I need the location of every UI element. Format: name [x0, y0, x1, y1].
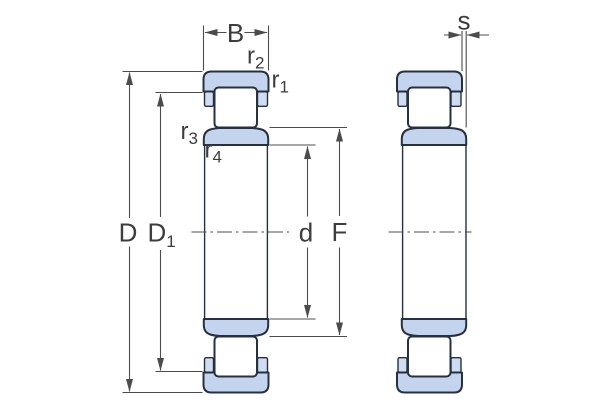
chamfer-labels: r2 r1 r3 r4	[181, 43, 289, 167]
roller	[213, 86, 258, 129]
dimension-D1: D1	[148, 91, 203, 373]
dim-D-extension-lines	[122, 70, 203, 394]
label-B: B	[227, 18, 244, 48]
label-D1: D1	[148, 218, 176, 252]
label-F: F	[332, 217, 348, 247]
dim-D1-extension-lines	[155, 91, 203, 373]
label-d: d	[299, 218, 313, 248]
right-bearing-upper-half	[396, 70, 468, 146]
left-bearing-upper-half	[202, 70, 270, 146]
label-r2: r2	[247, 43, 264, 73]
cage-bar-left	[203, 91, 215, 108]
dim-B-extension-lines	[202, 25, 270, 71]
label-r4: r4	[205, 137, 222, 167]
right-bearing-lower-half	[397, 319, 466, 393]
dim-d-extension-lines	[269, 144, 316, 320]
label-r1: r1	[272, 67, 289, 97]
dim-s-extension-lines	[461, 31, 467, 128]
inner-ring-displaced	[400, 127, 468, 146]
roller	[407, 86, 452, 129]
cage-bar-right	[450, 91, 462, 108]
right-bearing-section	[388, 70, 472, 393]
cage-bar-right	[256, 91, 269, 108]
dimension-F: F	[269, 126, 348, 338]
dimension-D: D	[119, 70, 203, 394]
label-r3: r3	[181, 118, 198, 148]
label-D: D	[119, 218, 138, 248]
dimension-B: B	[202, 18, 270, 71]
cage-bar-left	[397, 91, 408, 108]
left-bearing-lower-half	[202, 318, 270, 394]
dim-F-extension-lines	[269, 126, 347, 338]
dimension-s: s	[444, 6, 489, 128]
label-s: s	[458, 6, 471, 36]
left-bearing-section	[191, 70, 289, 394]
inner-ring	[202, 127, 270, 146]
dimension-d: d	[269, 144, 316, 320]
